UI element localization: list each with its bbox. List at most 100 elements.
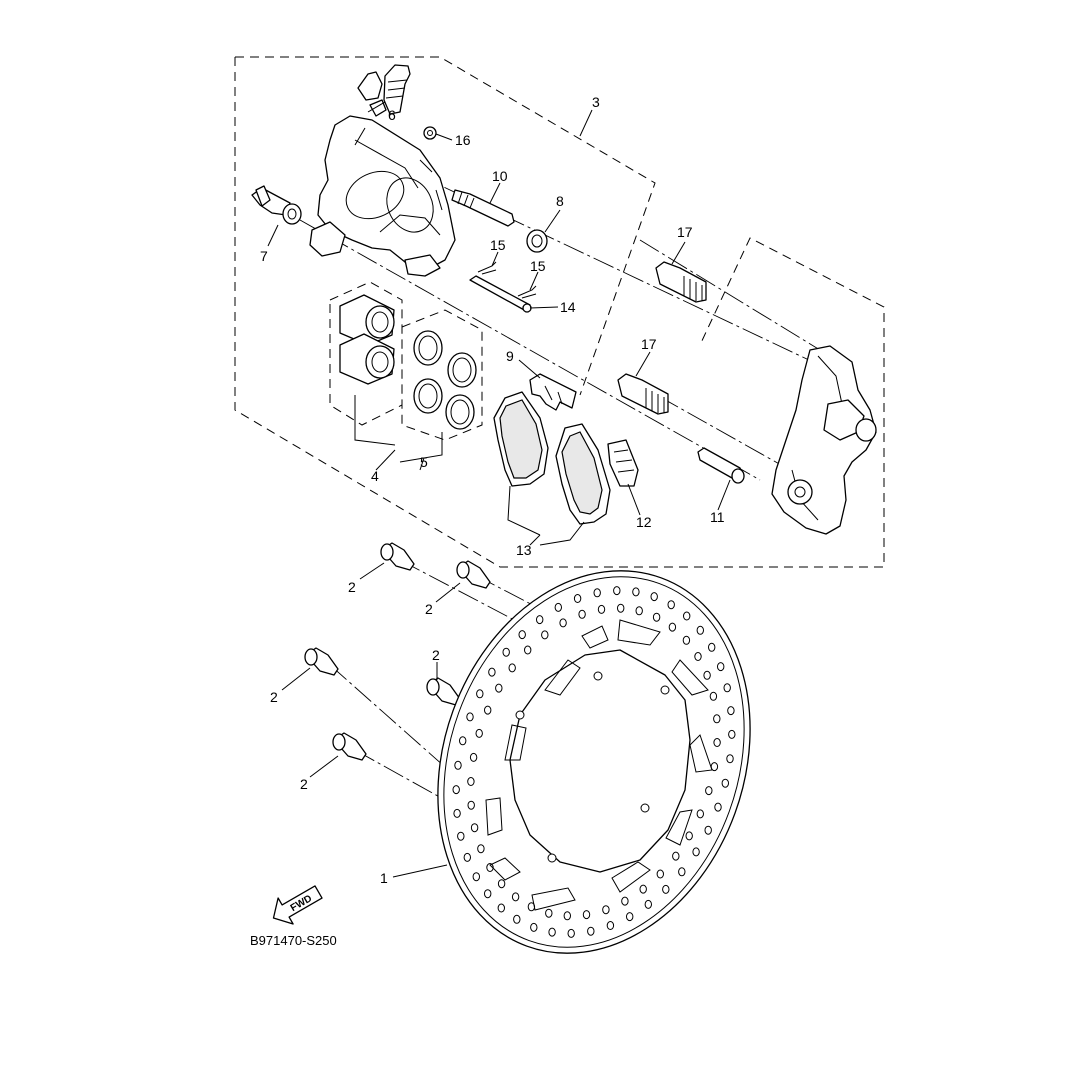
slide-pin-10 [451,189,515,227]
disc-vent-hole [484,705,492,715]
callout-13: 13 [516,542,532,558]
disc-vent-hole [582,910,591,920]
disc-vent-hole [567,928,575,938]
callout-16: 16 [455,132,471,148]
disc-vent-hole [467,777,475,786]
brake-disc [437,570,751,954]
disc-vent-hole [708,642,716,652]
disc-vent-hole [685,831,693,841]
disc-vent-hole [644,899,652,909]
disc-vent-hole [692,847,700,857]
disc-bolt-2e [332,732,367,761]
disc-vent-hole [459,736,467,746]
disc-vent-hole [694,652,702,661]
disc-vent-hole [578,609,586,619]
callout-4: 4 [371,468,379,484]
callout-1: 1 [380,870,388,886]
disc-vent-hole [484,889,492,899]
disc-vent-hole [717,662,725,672]
disc-vent-hole [639,884,647,894]
disc-vent-hole [545,908,553,918]
disc-vent-hole [530,922,538,932]
disc-vent-hole [513,914,521,924]
disc-vent-hole [495,683,503,693]
bracket-bolt-17b [617,373,669,415]
disc-vent-hole [475,728,483,738]
callout-2c: 2 [432,647,440,663]
disc-vent-hole [683,611,691,621]
disc-vent-hole [727,706,735,716]
diagram-code: B971470-S250 [250,933,337,948]
disc-vent-hole [617,603,625,613]
disc-vent-hole [472,872,480,882]
disc-vent-hole [541,630,549,640]
callout-15a: 15 [490,237,506,253]
pad-spring-9 [529,373,577,411]
disc-vent-hole [502,647,510,657]
disc-vent-hole [602,905,610,915]
callout-11: 11 [710,509,725,525]
bleed-screw [357,64,411,117]
callout-2d: 2 [270,689,278,705]
callout-6: 6 [388,107,396,123]
disc-vent-hole [470,823,479,833]
callout-3: 3 [592,94,600,110]
disc-vent-hole [672,851,680,861]
disc-vent-hole [476,689,484,699]
disc-vent-hole [497,879,506,889]
disc-vent-hole [597,604,606,614]
disc-vent-hole [678,867,686,877]
callout-14: 14 [560,299,576,315]
disc-vent-hole [723,683,731,693]
disc-vent-hole [563,911,571,921]
disc-vent-hole [587,926,595,936]
callout-17a: 17 [677,224,693,240]
assembly-boundary-seals [401,309,483,441]
callout-8: 8 [556,193,564,209]
caliper-bracket [771,345,877,535]
disc-vent-hole [469,752,478,762]
disc-vent-hole [726,754,734,764]
callout-2e: 2 [300,776,308,792]
disc-vent-hole [704,825,712,835]
bracket-bolt-17a [655,261,707,303]
disc-vent-hole [518,630,526,640]
disc-vent-hole [477,844,485,854]
disc-vent-hole [650,592,658,602]
disc-vent-hole [652,612,661,622]
disc-vent-hole [488,667,496,677]
fwd-arrow-icon: FWD [272,885,323,925]
callout-12: 12 [636,514,652,530]
caliper-pistons-4 [339,294,395,385]
disc-vent-hole [559,618,567,628]
pad-clip-15b [517,285,537,299]
assembly-boundary-caliper [234,56,885,568]
disc-vent-hole [705,786,713,796]
disc-vent-hole [593,588,601,598]
disc-vent-hole [536,615,544,625]
disc-vent-hole [548,927,556,937]
disc-vent-hole [632,587,640,597]
disc-vent-hole [728,729,736,739]
callout-10: 10 [492,168,508,184]
disc-vent-hole [452,785,460,795]
disc-vent-holes [452,586,736,938]
slide-pin-11 [697,447,745,484]
disc-vent-hole [497,903,505,913]
disc-vent-hole [668,622,677,632]
disc-vent-hole [454,760,462,770]
disc-vent-hole [709,691,718,701]
disc-vent-hole [508,663,516,673]
disc-bolt-2d [426,677,461,706]
disc-vent-hole [511,892,520,902]
callout-17b: 17 [641,336,657,352]
fwd-label: FWD [289,893,314,914]
disc-vent-hole [667,600,675,610]
callout-7: 7 [260,248,268,264]
disc-vent-hole [524,645,532,655]
callout-labels: 1 2 2 2 2 2 3 4 5 6 7 8 9 10 11 12 13 14… [260,94,725,886]
disc-vent-hole [635,606,643,616]
disc-vent-hole [466,712,474,722]
disc-vent-hole [621,896,629,906]
